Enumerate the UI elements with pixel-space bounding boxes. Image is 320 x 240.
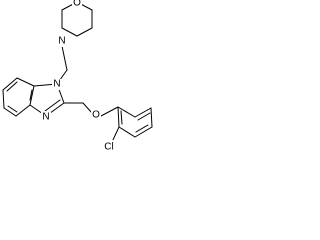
bond <box>134 126 153 138</box>
bond-layer <box>2 1 153 143</box>
bond <box>44 99 61 112</box>
svg-text:Cl: Cl <box>104 142 113 153</box>
chlorine-atom: Cl <box>100 140 118 153</box>
bond <box>100 106 119 117</box>
oxygen-atom: O <box>72 0 82 9</box>
bond <box>6 81 18 92</box>
bond <box>7 105 18 113</box>
bond <box>61 27 78 37</box>
bond <box>29 85 35 106</box>
svg-text:N: N <box>58 36 65 47</box>
svg-text:N: N <box>53 79 60 90</box>
bond <box>3 107 17 117</box>
bond <box>117 106 120 128</box>
bond <box>111 126 120 143</box>
oxygen-atom: O <box>91 110 101 121</box>
bond <box>150 107 153 128</box>
bond <box>2 89 5 109</box>
bond <box>16 77 35 87</box>
atom-layer: O N N N O Cl <box>41 0 118 153</box>
bond <box>134 107 152 118</box>
bond <box>118 126 136 138</box>
bond <box>29 89 33 101</box>
bond <box>135 124 149 133</box>
bond <box>76 27 93 37</box>
bond <box>2 77 18 91</box>
bond <box>82 102 93 114</box>
bond <box>15 104 31 117</box>
bond <box>120 110 123 125</box>
bond <box>137 112 151 121</box>
nitrogen-atom: N <box>52 79 62 90</box>
bond <box>61 45 68 71</box>
svg-text:O: O <box>92 110 100 121</box>
svg-text:O: O <box>73 0 81 9</box>
svg-text:N: N <box>42 112 49 123</box>
structure-diagram: O N N N O Cl <box>2 0 153 153</box>
nitrogen-atom: N <box>57 35 67 47</box>
bond <box>117 106 136 118</box>
nitrogen-atom: N <box>41 111 51 123</box>
